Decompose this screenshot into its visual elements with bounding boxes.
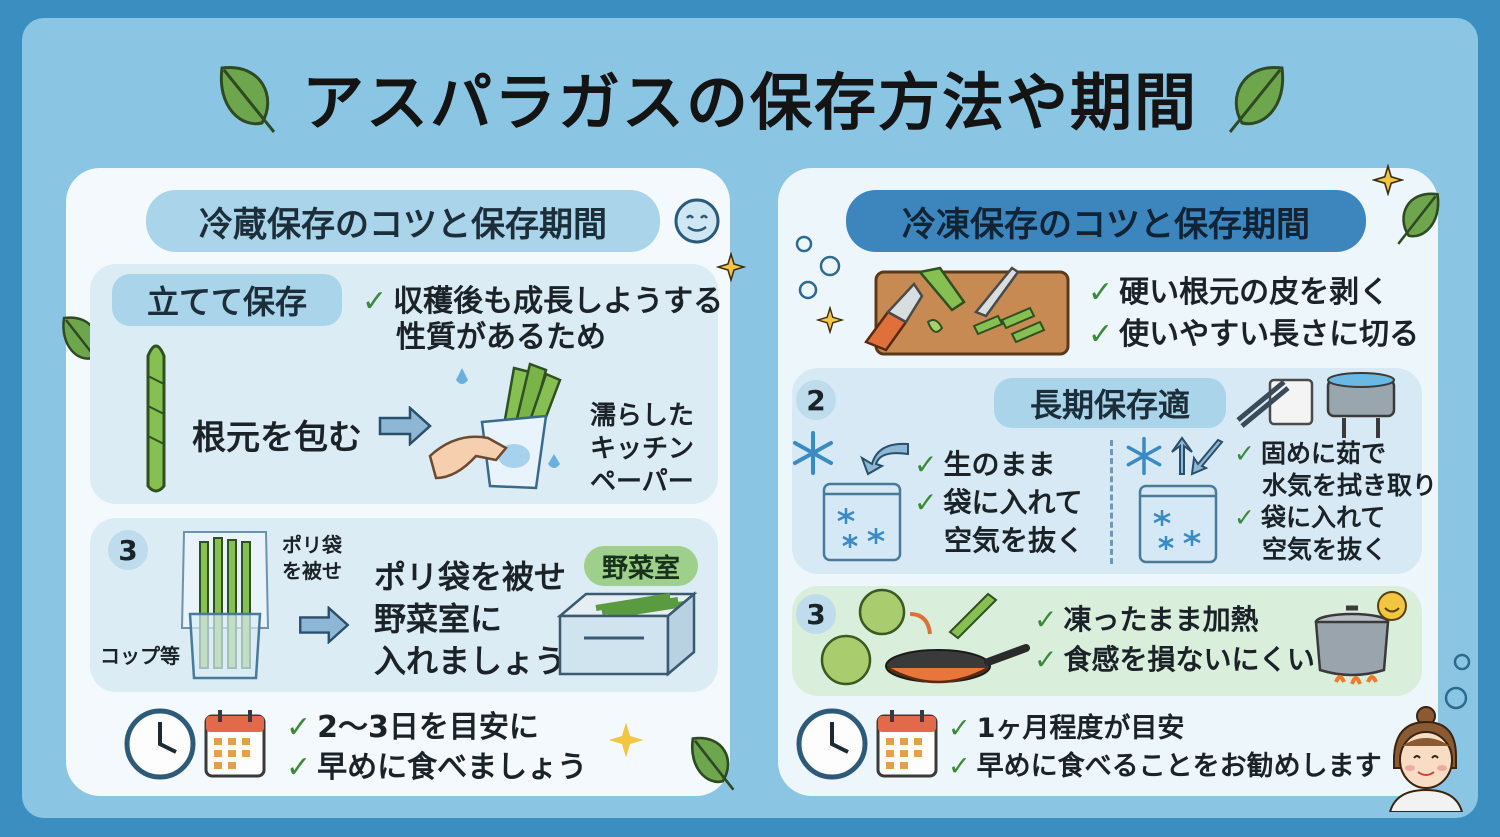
- asparagus-icon: [146, 344, 166, 493]
- upright-storage-tag: 立てて保存: [112, 274, 342, 326]
- leaf-icon: [1228, 66, 1285, 133]
- woman-avatar-icon: [1388, 706, 1464, 812]
- vegetable-drawer-icon: [556, 591, 698, 677]
- polybag-instruction: ポリ袋を被せ 野菜室に 入れましょう: [374, 558, 567, 680]
- asparagus-in-cup-icon: [180, 531, 270, 680]
- raw-freeze-steps: ✓生のまま ✓袋に入れて 空気を抜く: [914, 448, 1085, 557]
- frying-pan-icon: [820, 588, 1030, 686]
- up-down-arrows-icon: [1171, 436, 1224, 476]
- arrow-right-icon: [378, 406, 432, 446]
- freeze-header: 冷凍保存のコツと保存期間: [846, 190, 1366, 252]
- sparkle-icon: [716, 252, 746, 282]
- freezer-bag-icon: [1138, 484, 1218, 564]
- step-number: 2: [796, 380, 836, 420]
- calendar-icon: [876, 710, 938, 778]
- clock-icon: [124, 708, 196, 780]
- cooking-pot-icon: [1314, 605, 1390, 685]
- refrigerate-header: 冷蔵保存のコツと保存期間: [146, 190, 660, 252]
- smiley-icon: [674, 198, 720, 244]
- boiling-pot-icon: [1326, 372, 1396, 438]
- freeze-prep-steps: ✓硬い根元の皮を剥く ✓使いやすい長さに切る: [1088, 275, 1420, 352]
- wet-paper-label: 濡らした キッチン ペーパー: [590, 401, 695, 497]
- leaf-icon: [1397, 192, 1440, 245]
- step-number: 3: [108, 530, 148, 570]
- cup-label: コップ等: [100, 644, 180, 668]
- upright-reason-line1: ✓収穫後も成長しようする: [362, 284, 724, 319]
- refrigerate-period: ✓2〜3日を目安に ✓早めに食べましょう: [286, 710, 588, 785]
- page-title: アスパラガスの保存方法や期間: [301, 66, 1198, 139]
- bubbles-icon: [795, 235, 841, 300]
- sparkle-icon: [1372, 164, 1404, 196]
- frozen-cooking-steps: ✓凍ったまま加熱 ✓食感を損ないにくい: [1034, 603, 1315, 676]
- step-number: 3: [796, 594, 836, 634]
- boiled-freeze-steps: ✓固めに茹で 水気を拭き取り ✓袋に入れて 空気を抜く: [1234, 439, 1438, 564]
- wrap-root-label: 根元を包む: [192, 418, 362, 458]
- snowflake-icon: [793, 431, 833, 475]
- cutting-board-icon: [864, 266, 1070, 356]
- sparkle-icon: [608, 722, 644, 758]
- snowflake-icon: [1126, 436, 1162, 476]
- bubbles-icon: [1444, 653, 1471, 710]
- long-term-storage-tag: 長期保存適: [994, 378, 1226, 428]
- smiley-icon: [1377, 591, 1407, 621]
- calendar-icon: [204, 710, 266, 778]
- polybag-label: ポリ袋 を被せ: [282, 533, 342, 583]
- upright-reason-line2: 性質があるため: [396, 320, 606, 355]
- arrow-right-icon: [299, 606, 350, 644]
- freezer-bag-icon: [822, 482, 902, 562]
- hand-wrapping-asparagus-icon: [428, 362, 562, 490]
- curved-arrow-icon: [860, 442, 909, 476]
- divider: [1110, 440, 1113, 564]
- clock-icon: [796, 708, 868, 780]
- leaf-icon: [219, 66, 276, 133]
- leaf-icon: [690, 736, 735, 791]
- sparkle-icon: [816, 306, 844, 334]
- tongs-towel-icon: [1236, 378, 1314, 428]
- freeze-period: ✓1ヶ月程度が目安 ✓早めに食べることをお勧めします: [948, 713, 1382, 782]
- vegetable-drawer-tag: 野菜室: [584, 546, 698, 586]
